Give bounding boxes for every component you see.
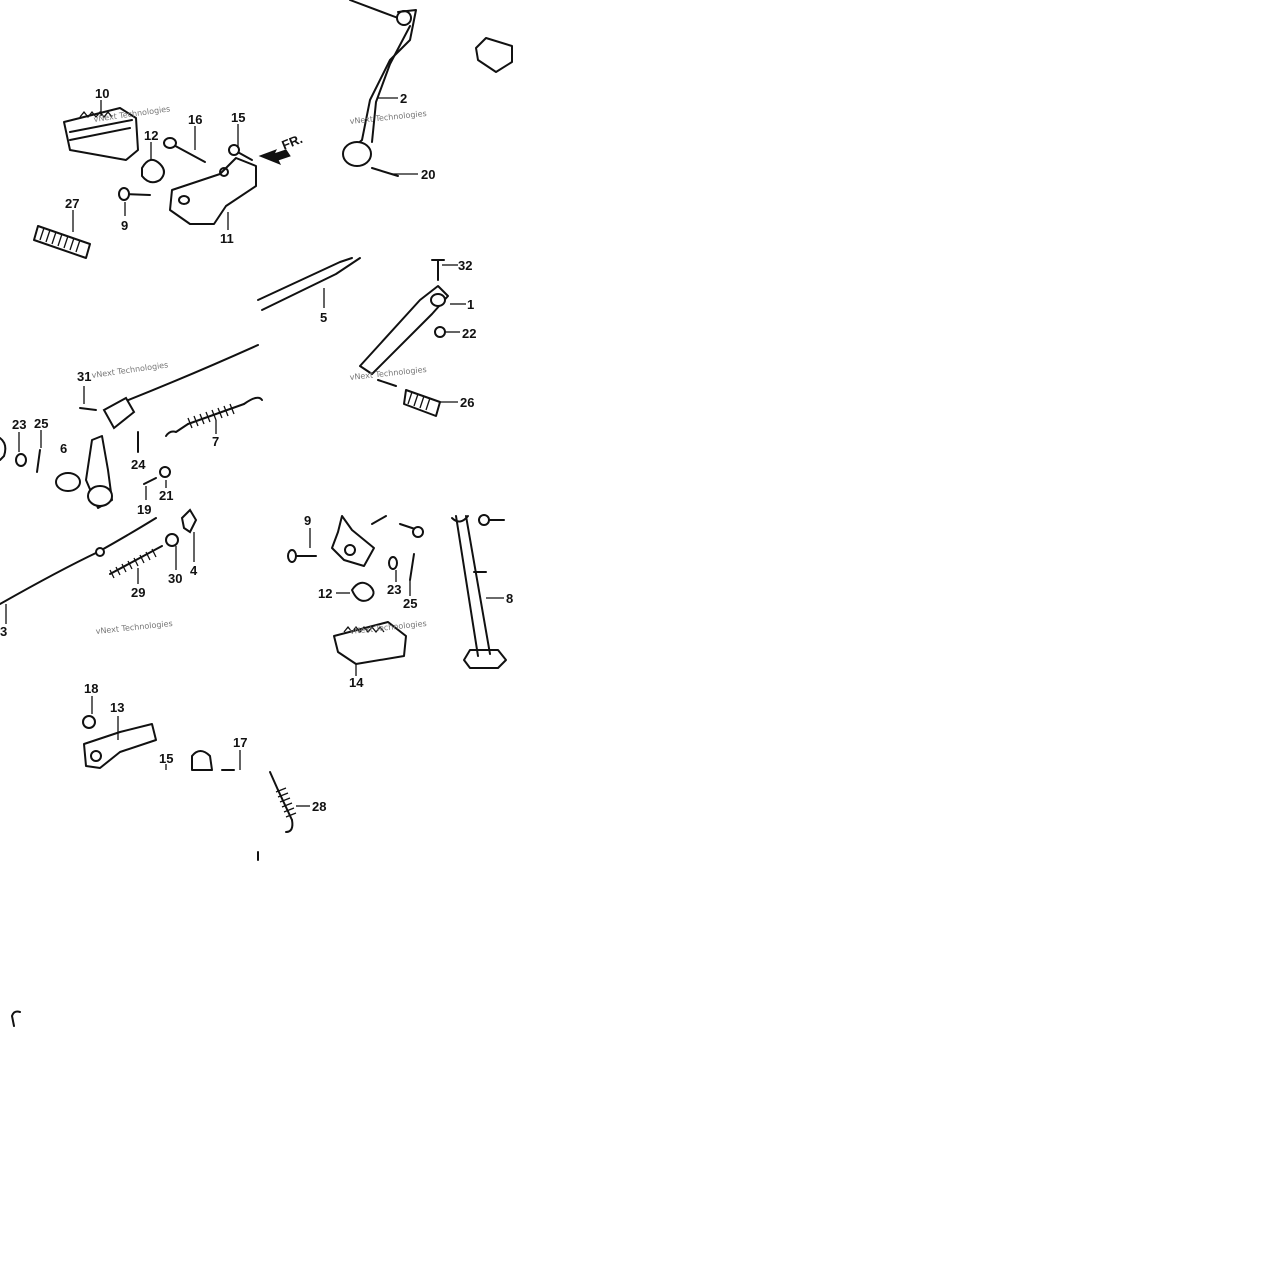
callout-25: 25: [34, 416, 48, 431]
bracket-17: [191, 750, 213, 771]
callout-6: 6: [60, 441, 67, 456]
washer-23: [15, 453, 27, 467]
callout-32: 32: [458, 258, 472, 273]
callout-27: 27: [65, 196, 79, 211]
brake-cable: [107, 344, 259, 409]
callout-20: 20: [421, 167, 435, 182]
callout-15-lower: 15: [159, 751, 173, 766]
spring-12: [141, 158, 165, 184]
rubber-26: [403, 389, 441, 417]
side-stand-8: [455, 515, 491, 657]
front-direction-arrow: FR.: [258, 131, 305, 165]
spring-7: [165, 396, 263, 437]
callout-25-lower: 25: [403, 596, 417, 611]
footpeg-bracket: [331, 515, 375, 567]
nut-22: [434, 326, 446, 338]
callout-21: 21: [159, 488, 173, 503]
callout-15: 15: [231, 110, 245, 125]
callout-23: 23: [12, 417, 26, 432]
callout-30: 30: [168, 571, 182, 586]
brake-rod-lower: [0, 508, 241, 771]
bolt-31: [79, 407, 97, 411]
callout-5: 5: [320, 310, 327, 325]
brake-pedal-1: [359, 285, 449, 375]
cotter-pin-25-lower: [409, 553, 415, 581]
cotter-pin-25: [36, 449, 41, 473]
footpeg-assembly-left: FR.: [33, 100, 305, 259]
kick-arm-2: [349, 9, 417, 151]
footpeg-10-serration: [79, 110, 113, 119]
hook-fragment: [11, 1010, 21, 1027]
callout-23-lower: 23: [387, 582, 401, 597]
callout-26: 26: [460, 395, 474, 410]
spring-28: [275, 787, 297, 833]
nut-18: [82, 715, 96, 729]
footpeg-14: [333, 621, 407, 665]
brake-rod-assembly: [0, 344, 263, 509]
footpeg-10: [63, 107, 139, 161]
watermark-2: vNext Technologies: [349, 109, 427, 126]
callout-16: 16: [188, 112, 202, 127]
watermark-3: vNext Technologies: [91, 360, 169, 380]
stand-foot: [463, 649, 507, 669]
callout-9: 9: [121, 218, 128, 233]
callout-8: 8: [506, 591, 513, 606]
callout-9-lower: 9: [304, 513, 311, 528]
spring-29: [109, 545, 163, 579]
callout-18: 18: [84, 681, 98, 696]
watermark-5: vNext Technologies: [95, 619, 173, 636]
callout-3: 3: [0, 624, 7, 639]
bracket-11: [169, 157, 257, 225]
joint-4: [180, 508, 198, 534]
side-stand-assembly: [287, 514, 507, 676]
callout-1: 1: [467, 297, 474, 312]
pin-9: [118, 187, 130, 201]
callout-4: 4: [190, 563, 198, 578]
collar-30: [165, 533, 179, 547]
footpeg-10-teeth: [69, 119, 133, 141]
callout-17: 17: [233, 735, 247, 750]
nut-21: [159, 466, 171, 478]
stand-spring: [257, 771, 310, 861]
callout-11: 11: [220, 231, 234, 246]
callout-labels: 10 12 16 15 27 9 11 2 20 32 1 22 26 5 31…: [0, 86, 513, 814]
callout-7: 7: [212, 434, 219, 449]
callout-12-lower: 12: [318, 586, 332, 601]
washer-23-lower: [388, 556, 398, 570]
callout-31: 31: [77, 369, 91, 384]
callout-29: 29: [131, 585, 145, 600]
callout-22: 22: [462, 326, 476, 341]
lever-5: [257, 257, 353, 301]
bracket-13: [83, 723, 157, 769]
callout-14: 14: [349, 675, 364, 690]
bolt-19: [143, 477, 157, 485]
callout-10: 10: [95, 86, 109, 101]
kick-starter-arm: [342, 0, 513, 177]
callout-13: 13: [110, 700, 124, 715]
callout-24: 24: [131, 457, 146, 472]
callout-2: 2: [400, 91, 407, 106]
front-marker-text: FR.: [280, 131, 305, 153]
rubber-cap: [475, 37, 513, 73]
brake-pedal-assembly: [257, 257, 466, 417]
callout-19: 19: [137, 502, 151, 517]
bolt-20: [371, 167, 399, 177]
rubber-27: [33, 225, 91, 259]
callout-28: 28: [312, 799, 326, 814]
spring-12-lower: [351, 581, 375, 602]
callout-12: 12: [144, 128, 158, 143]
